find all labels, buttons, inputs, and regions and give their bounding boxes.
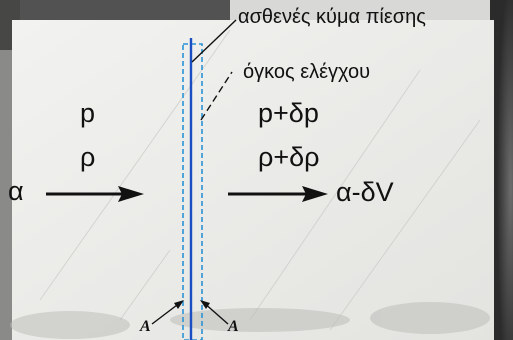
outflow-arrowhead [302,186,328,202]
area-left-label: A [140,318,151,335]
diagram-background [12,20,494,340]
background-texture [39,29,481,331]
density-downstream-label: ρ+δρ [258,142,320,172]
pressure-downstream-label: p+δp [258,98,319,128]
area-right-label: A [228,318,239,335]
control-volume-box [182,43,203,340]
pressure-upstream-label: p [80,98,96,128]
background-noise [10,302,490,339]
speed-upstream-label: α [8,176,24,206]
background-photo-right [490,0,513,340]
inflow-arrowhead [118,186,144,202]
weak-wave-leader [191,19,237,63]
weak-pressure-wave-label: ασθενές κύμα πίεσης [238,6,426,28]
speed-downstream-label: α-δV [336,177,394,207]
density-upstream-label: ρ [80,142,96,172]
control-volume-label: όγκος ελέγχου [243,61,371,83]
control-volume-leader [200,71,233,121]
